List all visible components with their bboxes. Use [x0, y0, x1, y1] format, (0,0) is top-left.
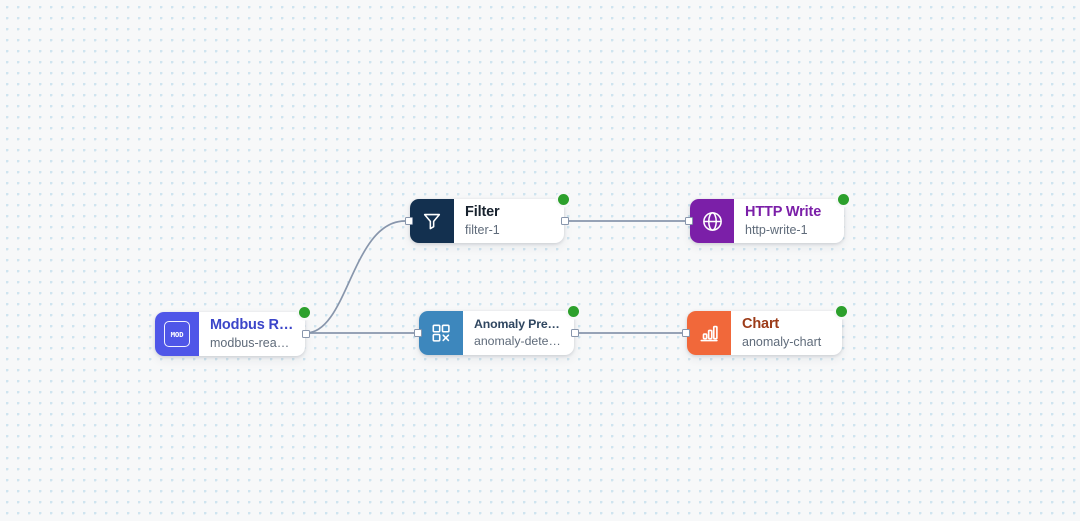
- node-icon-anomaly-prediction: [419, 311, 463, 355]
- node-icon-http-write: [690, 199, 734, 243]
- node-body-modbus-read: Modbus Read modbus-read-1: [199, 312, 305, 356]
- globe-icon: [702, 211, 722, 231]
- output-port-anomaly-prediction[interactable]: [571, 329, 579, 337]
- node-body-chart: Chart anomaly-chart: [731, 311, 842, 355]
- edge-modbus-to-filter: [305, 220, 406, 334]
- output-port-filter[interactable]: [561, 217, 569, 225]
- node-subtitle-chart: anomaly-chart: [742, 334, 822, 349]
- node-subtitle-modbus-read: modbus-read-1: [210, 335, 294, 350]
- node-title-modbus-read: Modbus Read: [210, 317, 294, 334]
- funnel-icon: [423, 213, 441, 230]
- input-port-chart[interactable]: [682, 329, 690, 337]
- node-body-http-write: HTTP Write http-write-1: [734, 199, 844, 243]
- node-icon-modbus-read: MOD: [155, 312, 199, 356]
- node-subtitle-http-write: http-write-1: [745, 222, 808, 237]
- input-port-filter[interactable]: [405, 217, 413, 225]
- input-port-anomaly-prediction[interactable]: [414, 329, 422, 337]
- modbus-icon-label: MOD: [170, 329, 184, 339]
- squares-x-icon: [432, 324, 450, 342]
- node-http-write[interactable]: HTTP Write http-write-1: [685, 194, 849, 243]
- node-filter[interactable]: Filter filter-1: [405, 194, 569, 243]
- modbus-glyph-icon: MOD: [164, 321, 190, 347]
- node-body-filter: Filter filter-1: [454, 199, 564, 243]
- node-title-http-write: HTTP Write: [745, 204, 822, 221]
- input-port-http-write[interactable]: [685, 217, 693, 225]
- node-body-anomaly-prediction: Anomaly Prediction anomaly-detect…: [463, 311, 574, 355]
- node-subtitle-anomaly-prediction: anomaly-detect…: [474, 333, 563, 348]
- node-icon-filter: [410, 199, 454, 243]
- status-dot-filter: [558, 194, 569, 205]
- bar-chart-icon: [700, 325, 718, 342]
- node-subtitle-filter: filter-1: [465, 222, 500, 237]
- node-title-filter: Filter: [465, 204, 500, 221]
- status-dot-chart: [836, 306, 847, 317]
- status-dot-modbus-read: [299, 307, 310, 318]
- node-icon-chart: [687, 311, 731, 355]
- output-port-modbus-read[interactable]: [302, 330, 310, 338]
- node-anomaly-prediction[interactable]: Anomaly Prediction anomaly-detect…: [414, 306, 579, 355]
- status-dot-anomaly-prediction: [568, 306, 579, 317]
- node-title-chart: Chart: [742, 316, 780, 333]
- node-modbus-read[interactable]: MOD Modbus Read modbus-read-1: [155, 307, 310, 356]
- status-dot-http-write: [838, 194, 849, 205]
- node-title-anomaly-prediction: Anomaly Prediction: [474, 317, 563, 331]
- node-chart[interactable]: Chart anomaly-chart: [682, 306, 847, 355]
